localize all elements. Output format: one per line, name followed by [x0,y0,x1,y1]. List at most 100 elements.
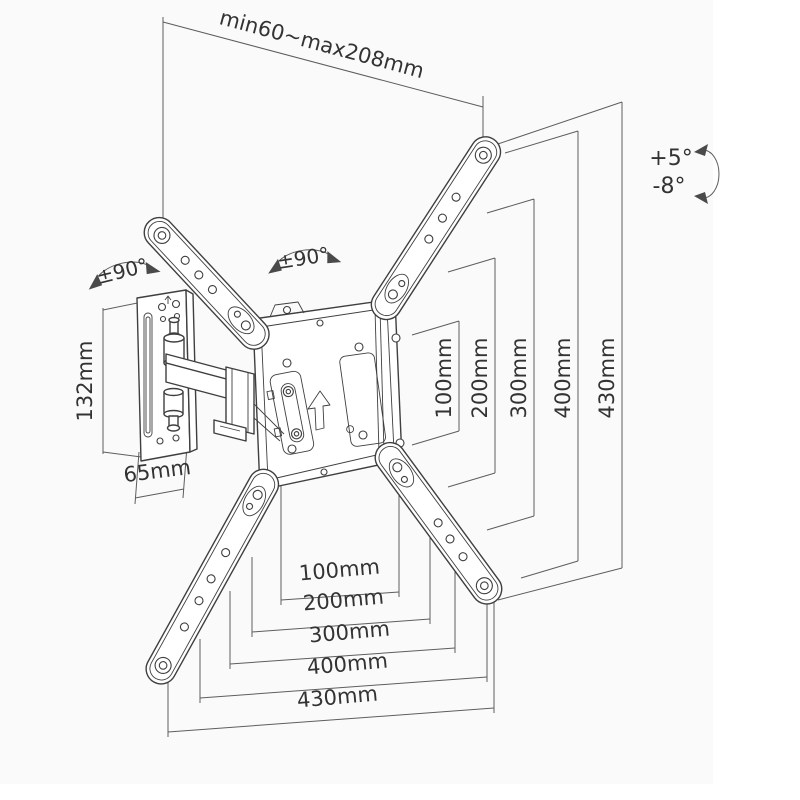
lower-knuckle-top [163,387,184,397]
elbow-brace [253,417,281,442]
arm-hole [221,548,231,558]
dim-vertical-400 [504,130,579,579]
dim-proj-top [411,320,460,336]
dim-vertical-200 [447,257,496,488]
dim-vertical-430 [491,101,623,601]
dim-proj-top [447,257,496,273]
arm-base-oval [388,458,415,488]
vesa-plate-top-tab [269,301,305,318]
dim-vertical-100 [411,320,460,446]
wall-plate-slot-inner [145,316,151,434]
dim-wall-width [134,445,188,505]
cable-clip-slot [219,425,241,432]
arm-base-hole [392,462,403,473]
arm-top-left [143,216,270,350]
arm-hole [180,255,190,265]
dim-proj-bottom [497,567,623,601]
arrowhead-icon [88,274,103,290]
vesa-plate [252,298,405,491]
wall-plate-hole [159,315,167,323]
arrowhead-icon [145,262,161,275]
wall-mount-assembly [136,289,285,462]
tilt-arc-icon [702,149,720,199]
arm-tip-pin [478,150,488,160]
arm-base-pin [398,279,406,288]
arm-base-oval [384,273,409,304]
arm-base-hole [387,289,398,300]
wall-plate-hole [157,302,167,312]
arm-hole [207,285,217,295]
vesa-hole [287,444,297,454]
latch-slot [280,383,305,443]
dim-proj-bottom [447,472,496,488]
arm-bottom-right [374,441,503,605]
wall-plate-hole [156,437,164,445]
arm-hole [437,213,448,223]
elbow-brace [253,403,285,435]
arm-base-oval [227,306,255,335]
arm-outline [370,136,502,321]
arm-tip-pin [480,581,489,591]
arm-hole [458,552,468,562]
arm-hole [179,622,189,632]
arm-inner-outline [378,446,499,601]
arm-inner-outline [149,472,276,681]
arm-base-hole [252,489,263,500]
latch-lever [273,427,283,438]
dim-horizontal-400 [199,596,488,703]
dim-proj-bottom [520,560,579,579]
vesa-vertical-label-100: 100mm [432,338,456,419]
dim-ext-left [134,451,140,505]
vesa-plate-rib [379,307,385,453]
vesa-vertical-label-400: 400mm [551,338,575,419]
plate-hole [282,305,292,315]
dim-proj-top [491,101,623,147]
tilt-up-label: +5° [649,146,692,171]
arm-base-pin [233,310,241,318]
latch-knob-pin [285,388,292,395]
background-bottom-strip [0,784,800,800]
arm-tip-pin [158,661,168,670]
dim-proj-top [486,198,535,214]
quick-release-latch [266,370,315,455]
arm-hole [206,574,216,584]
plate-window-outline [339,352,386,447]
vesa-hole [358,430,368,440]
arm-hole [194,270,204,280]
arm-tip-pin [157,231,167,240]
vesa-vertical-label-430: 430mm [595,338,619,419]
arrowhead-icon [327,251,342,264]
arm-base-hole [240,320,251,331]
vesa-vertical-label-300: 300mm [507,338,531,419]
up-arrow-icon [307,390,331,431]
arm-base-oval [242,485,267,517]
latch-body [269,370,315,455]
dim-line [167,707,495,733]
plate-window-notch [346,425,355,434]
tilt-down-label: -8° [653,174,686,199]
arm-hole [451,192,461,202]
vesa-plate-rib [374,308,380,454]
wall-plate-slot [143,312,153,438]
dim-proj-bottom [486,515,535,531]
vesa-hole [282,358,292,368]
arm-hole [424,234,434,244]
arrowhead-icon [694,144,708,156]
vesa-hole [391,333,401,343]
arrowhead-icon [694,192,708,204]
wall-plate-up-arrow-icon [164,295,172,304]
plate-hole [320,468,328,476]
elbow-bracket [225,366,255,435]
mount-drawing [136,136,503,685]
dim-line [134,488,185,499]
arm-top-right [370,136,502,321]
arm-bottom-left [145,468,280,685]
latch-knob-pin [293,431,300,437]
arm-hole [433,518,443,528]
dim-line [280,591,400,601]
dim-horizontal-430 [167,594,495,737]
arm-hole [445,534,455,544]
dim-line [229,647,456,665]
